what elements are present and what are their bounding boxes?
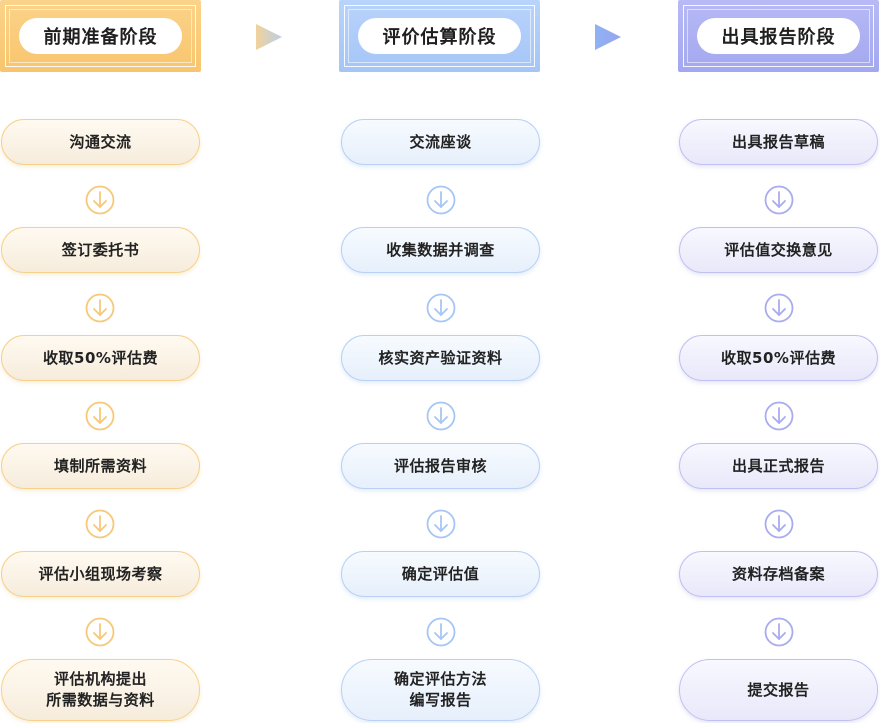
flow-step: 确定评估值 <box>341 551 540 597</box>
flow-step: 资料存档备案 <box>679 551 878 597</box>
flow-step: 收集数据并调查 <box>341 227 540 273</box>
arrow-down-circle-icon <box>764 293 794 323</box>
stage-title: 出具报告阶段 <box>697 18 860 54</box>
stage-header-evaluation: 评价估算阶段 <box>339 0 540 72</box>
triangle-right-icon <box>595 24 621 50</box>
flow-step: 沟通交流 <box>1 119 200 165</box>
arrow-down-circle-icon <box>85 509 115 539</box>
arrow-down-circle-icon <box>426 185 456 215</box>
flow-step: 评估报告审核 <box>341 443 540 489</box>
flow-step: 评估机构提出 所需数据与资料 <box>1 659 200 721</box>
flow-step: 出具报告草稿 <box>679 119 878 165</box>
stage-connector-2 <box>540 24 678 50</box>
arrow-down-circle-icon <box>426 293 456 323</box>
flow-step: 评估小组现场考察 <box>1 551 200 597</box>
flow-step: 提交报告 <box>679 659 878 721</box>
arrow-down-circle-icon <box>764 617 794 647</box>
arrow-down-circle-icon <box>764 185 794 215</box>
arrow-down-circle-icon <box>85 185 115 215</box>
flow-step: 收取50%评估费 <box>1 335 200 381</box>
triangle-right-icon <box>256 24 282 50</box>
arrow-down-circle-icon <box>764 509 794 539</box>
arrow-down-circle-icon <box>85 293 115 323</box>
flow-step: 填制所需资料 <box>1 443 200 489</box>
flow-step: 确定评估方法 编写报告 <box>341 659 540 721</box>
flow-step: 出具正式报告 <box>679 443 878 489</box>
arrow-down-circle-icon <box>426 617 456 647</box>
flow-step: 交流座谈 <box>341 119 540 165</box>
arrow-down-circle-icon <box>426 509 456 539</box>
flow-step: 核实资产验证资料 <box>341 335 540 381</box>
flow-step: 签订委托书 <box>1 227 200 273</box>
arrow-down-circle-icon <box>85 401 115 431</box>
flow-step: 评估值交换意见 <box>679 227 878 273</box>
stage-title: 评价估算阶段 <box>358 18 521 54</box>
arrow-down-circle-icon <box>85 617 115 647</box>
stage-connector-1 <box>201 24 339 50</box>
arrow-down-circle-icon <box>426 401 456 431</box>
stage-header-preparation: 前期准备阶段 <box>0 0 201 72</box>
stage-header-report: 出具报告阶段 <box>678 0 879 72</box>
flow-step: 收取50%评估费 <box>679 335 878 381</box>
stage-title: 前期准备阶段 <box>19 18 182 54</box>
arrow-down-circle-icon <box>764 401 794 431</box>
